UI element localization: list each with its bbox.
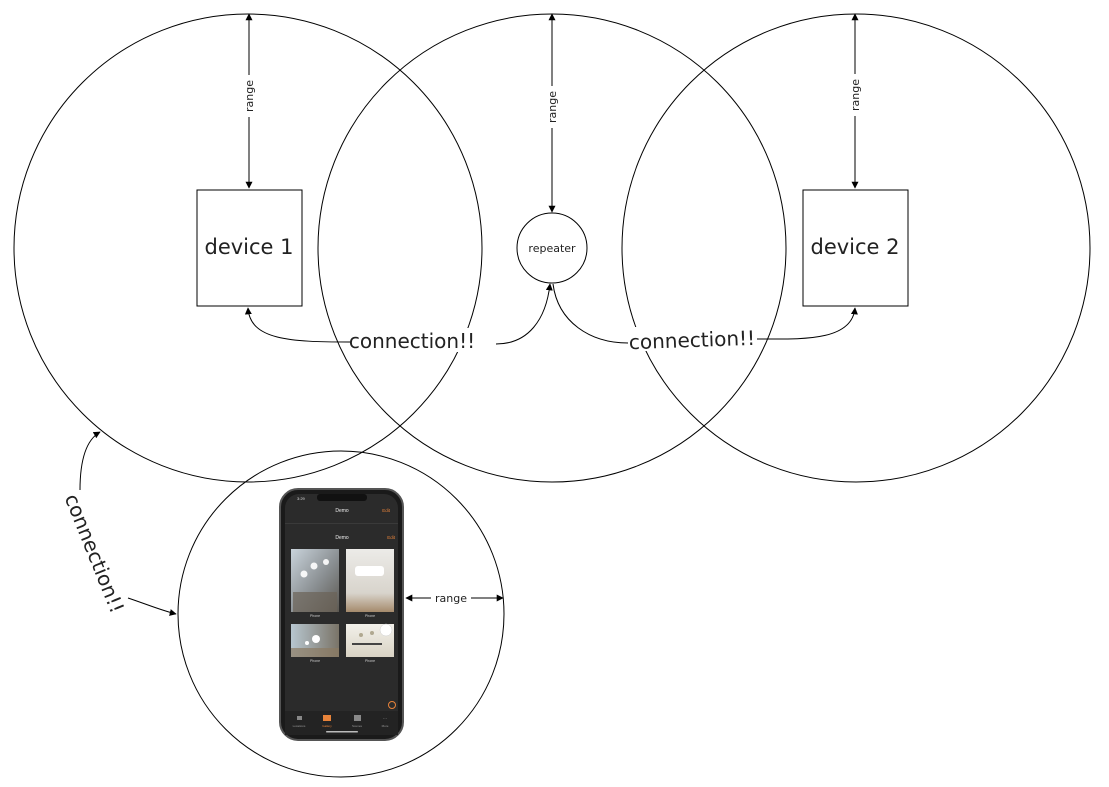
connection-curves bbox=[79, 283, 858, 616]
phone-tab-label: More bbox=[382, 724, 389, 728]
phone-tab-locations[interactable]: Locations bbox=[293, 716, 306, 728]
phone-tab-scenes[interactable]: Scenes bbox=[352, 715, 363, 728]
device-2-node: device 2 bbox=[802, 189, 909, 307]
phone-nav-edit-button[interactable]: Edit bbox=[382, 508, 391, 513]
phone-tile-label: Phone bbox=[365, 614, 375, 618]
repeater-circle bbox=[516, 212, 588, 284]
repeater-node: repeater bbox=[516, 212, 588, 284]
device-1-node: device 1 bbox=[196, 189, 303, 307]
phone-floating-action-button[interactable] bbox=[388, 701, 396, 709]
phone-tile-label: Phone bbox=[365, 659, 375, 663]
repeater-right-connection-curve bbox=[552, 283, 629, 344]
connection-label-phone: connection!! bbox=[60, 490, 130, 616]
device-2-range-label: range bbox=[849, 79, 862, 111]
phone-upper-connection-curve bbox=[79, 431, 101, 491]
phone-tile-label: Phone bbox=[310, 614, 320, 618]
phone-tab-label: Locations bbox=[293, 724, 306, 728]
smartphone: 3:29 Demo Edit Demo Edit Phone Phone bbox=[279, 488, 404, 741]
phone-tab-label: Gallery bbox=[322, 724, 332, 728]
phone-tile[interactable]: Phone bbox=[346, 623, 394, 663]
connection-label-right: connection!! bbox=[629, 326, 756, 354]
device-1-box bbox=[196, 189, 303, 307]
phone-status-time: 3:29 bbox=[297, 496, 306, 501]
connection-label-left: connection!! bbox=[349, 329, 475, 353]
phone-range-circle bbox=[177, 450, 505, 778]
device-2-label: device 2 bbox=[810, 235, 899, 259]
device-1-label: device 1 bbox=[204, 235, 293, 259]
phone-home-indicator bbox=[326, 731, 358, 733]
phone-lower-connection-curve bbox=[127, 597, 177, 616]
phone-tile[interactable]: Phone bbox=[291, 549, 339, 618]
phone-tab-gallery[interactable]: Gallery bbox=[322, 715, 332, 728]
device-1-connection-curve bbox=[244, 307, 351, 343]
phone-tile[interactable]: Phone bbox=[291, 624, 339, 663]
device-2-connection-curve bbox=[756, 307, 858, 340]
repeater-range-label: range bbox=[546, 91, 559, 123]
device-1-range-label: range bbox=[243, 80, 256, 112]
phone-notch bbox=[317, 494, 367, 501]
phone-tile[interactable]: Phone bbox=[346, 549, 394, 618]
phone-tile-label: Phone bbox=[310, 659, 320, 663]
phone-header-bar bbox=[285, 523, 398, 524]
phone-tab-label: Scenes bbox=[352, 724, 363, 728]
repeater-label: repeater bbox=[528, 242, 576, 255]
svg-text:···: ··· bbox=[383, 716, 388, 722]
phone-range-label: range bbox=[435, 592, 467, 605]
repeater-left-connection-curve bbox=[495, 283, 553, 345]
device-2-box bbox=[802, 189, 909, 307]
phone-tab-more[interactable]: ··· More bbox=[382, 716, 389, 728]
phone-nav-title: Demo bbox=[335, 508, 349, 514]
phone-section-title: Demo bbox=[335, 535, 349, 541]
phone-section-edit-button[interactable]: Edit bbox=[387, 535, 396, 540]
phone-screen bbox=[285, 494, 398, 735]
